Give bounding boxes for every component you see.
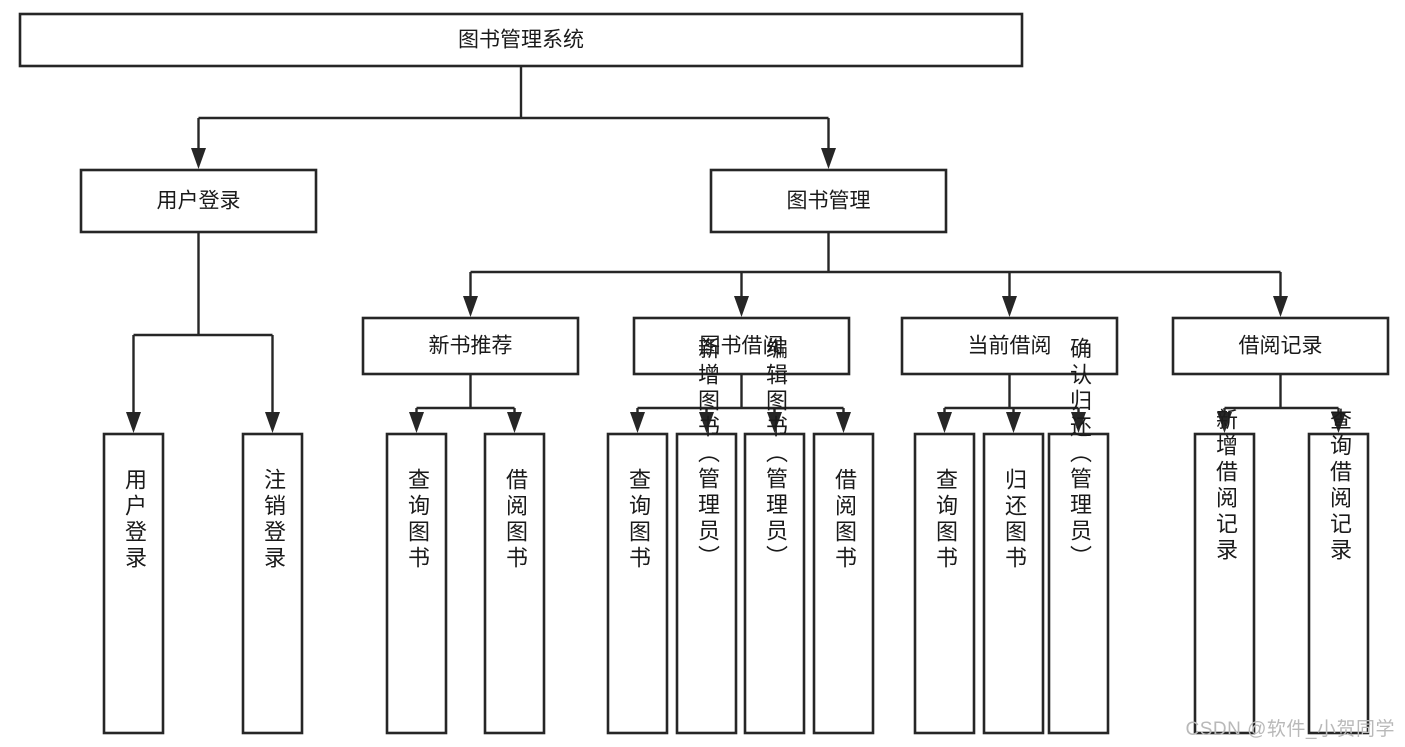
node-box xyxy=(483,432,546,735)
node-label: 查询图书 xyxy=(626,468,651,572)
node-label: 图书管理系统 xyxy=(458,29,584,52)
node-layer: 图书管理系统用户登录图书管理新书推荐图书借阅当前借阅借阅记录用户登录注销登录查询… xyxy=(18,12,1390,735)
node-book-borrow[interactable]: 图书借阅 xyxy=(632,316,851,376)
arrow-head-icon xyxy=(937,412,952,433)
node-box xyxy=(812,432,875,735)
arrow-head-icon xyxy=(507,412,522,433)
node-label: 新书推荐 xyxy=(429,335,513,358)
node-leaf-bb-add[interactable]: 新增图书（管理员） xyxy=(675,337,738,735)
arrow-head-icon xyxy=(1002,296,1017,317)
node-box xyxy=(606,432,669,735)
node-root-system[interactable]: 图书管理系统 xyxy=(18,12,1024,68)
node-box xyxy=(675,432,738,735)
arrow-head-icon xyxy=(821,148,836,169)
node-label: 借阅记录 xyxy=(1239,335,1323,358)
node-leaf-br-query[interactable]: 查询借阅记录 xyxy=(1307,408,1370,735)
node-box xyxy=(102,432,165,735)
node-box xyxy=(1171,316,1390,376)
node-label: 归还图书 xyxy=(1002,468,1027,572)
node-leaf-rec-query[interactable]: 查询图书 xyxy=(385,432,448,735)
node-box xyxy=(913,432,976,735)
arrow-head-icon xyxy=(265,412,280,433)
node-label: 查询图书 xyxy=(933,468,958,572)
node-label: 用户登录 xyxy=(122,468,147,572)
node-label: 图书管理 xyxy=(787,190,871,213)
arrow-head-icon xyxy=(630,412,645,433)
node-current-borrow[interactable]: 当前借阅 xyxy=(900,316,1119,376)
arrow-head-icon xyxy=(767,412,782,433)
node-label: 用户登录 xyxy=(157,190,241,213)
node-label: 借阅图书 xyxy=(503,468,528,572)
node-box xyxy=(18,12,1024,68)
arrow-head-icon xyxy=(1006,412,1021,433)
node-leaf-bb-query[interactable]: 查询图书 xyxy=(606,432,669,735)
node-box xyxy=(241,432,304,735)
node-book-management[interactable]: 图书管理 xyxy=(709,168,948,234)
node-box xyxy=(743,432,806,735)
node-box xyxy=(1307,432,1370,735)
arrow-head-icon xyxy=(734,296,749,317)
arrow-head-icon xyxy=(126,412,141,433)
node-box xyxy=(900,316,1119,376)
node-label: 注销登录 xyxy=(261,468,286,572)
arrow-head-icon xyxy=(1331,412,1346,433)
node-label: 当前借阅 xyxy=(968,335,1052,358)
node-borrow-record[interactable]: 借阅记录 xyxy=(1171,316,1390,376)
node-leaf-user-logout[interactable]: 注销登录 xyxy=(241,432,304,735)
node-label: 新增图书（管理员） xyxy=(695,337,720,571)
arrow-head-icon xyxy=(836,412,851,433)
node-label: 确认归还（管理员） xyxy=(1067,337,1092,571)
node-box xyxy=(385,432,448,735)
node-user-login[interactable]: 用户登录 xyxy=(79,168,318,234)
node-leaf-br-add[interactable]: 新增借阅记录 xyxy=(1193,408,1256,735)
node-box xyxy=(709,168,948,234)
node-label: 图书借阅 xyxy=(700,335,784,358)
arrow-head-icon xyxy=(463,296,478,317)
node-label: 查询图书 xyxy=(405,468,430,572)
node-label: 查询借阅记录 xyxy=(1327,408,1352,564)
arrow-head-icon xyxy=(191,148,206,169)
node-label: 新增借阅记录 xyxy=(1213,408,1238,564)
node-leaf-bb-edit[interactable]: 编辑图书（管理员） xyxy=(743,337,806,735)
node-leaf-cb-confirm[interactable]: 确认归还（管理员） xyxy=(1047,337,1110,735)
node-box xyxy=(1047,432,1110,735)
node-leaf-cb-return[interactable]: 归还图书 xyxy=(982,432,1045,735)
arrow-head-icon xyxy=(1217,412,1232,433)
node-box xyxy=(982,432,1045,735)
connector-layer xyxy=(126,66,1346,433)
node-label: 编辑图书（管理员） xyxy=(763,337,788,571)
node-box xyxy=(632,316,851,376)
node-leaf-user-login[interactable]: 用户登录 xyxy=(102,432,165,735)
arrow-head-icon xyxy=(409,412,424,433)
arrow-head-icon xyxy=(1071,412,1086,433)
node-leaf-cb-query[interactable]: 查询图书 xyxy=(913,432,976,735)
node-box xyxy=(79,168,318,234)
arrow-head-icon xyxy=(1273,296,1288,317)
arrow-head-icon xyxy=(699,412,714,433)
node-box xyxy=(1193,432,1256,735)
node-leaf-rec-borrow[interactable]: 借阅图书 xyxy=(483,432,546,735)
node-label: 借阅图书 xyxy=(832,468,857,572)
node-new-book-recommend[interactable]: 新书推荐 xyxy=(361,316,580,376)
node-leaf-bb-borrow[interactable]: 借阅图书 xyxy=(812,432,875,735)
node-box xyxy=(361,316,580,376)
